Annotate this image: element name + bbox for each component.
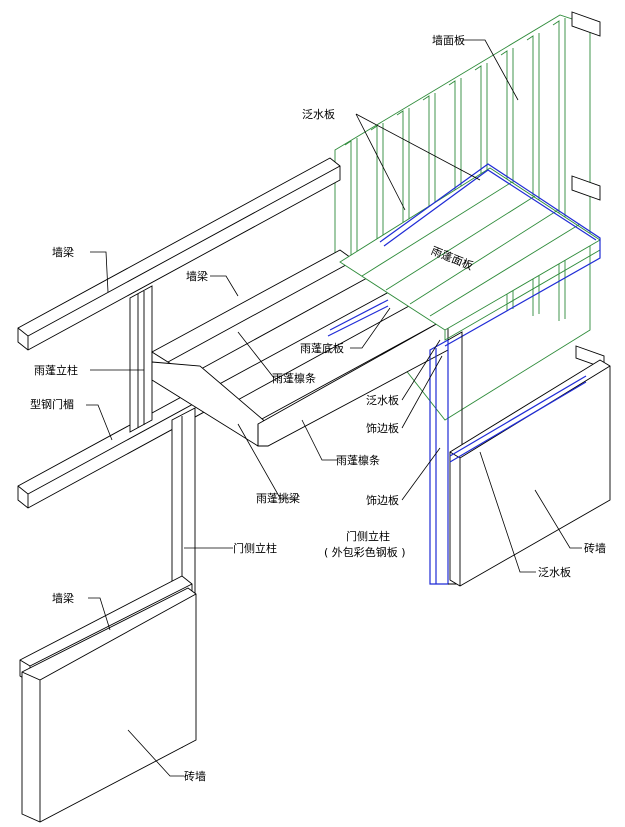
- label-flashing-bottom: 泛水板: [538, 566, 571, 579]
- label-door-post-left: 门侧立柱: [233, 542, 277, 555]
- upper-wall-beam: [17, 157, 341, 351]
- leader-lines: [86, 39, 582, 777]
- canopy-post: [129, 285, 153, 433]
- label-canopy-purlin-2: 雨蓬檩条: [336, 454, 380, 467]
- label-door-post-right: 门侧立柱: [346, 530, 390, 543]
- label-trim-panel-2: 饰边板: [366, 494, 399, 507]
- wall-girts-right: [571, 11, 605, 369]
- label-door-post-right-note: ( 外包彩色钢板 ): [324, 546, 406, 559]
- flashing-bottom-right: [449, 375, 587, 463]
- label-brick-wall-right: 砖墙: [584, 542, 606, 555]
- label-flashing-mid: 泛水板: [366, 394, 399, 407]
- label-flashing-top: 泛水板: [302, 108, 335, 121]
- label-canopy-purlin-1: 雨蓬檩条: [272, 372, 316, 385]
- label-canopy-bottom-panel: 雨蓬底板: [300, 342, 344, 355]
- label-wall-beam-bottom: 墙梁: [52, 592, 74, 605]
- label-wall-beam-mid: 墙梁: [186, 270, 208, 283]
- label-steel-door-beam: 型钢门楣: [30, 398, 74, 411]
- label-canopy-post: 雨蓬立柱: [34, 364, 78, 377]
- canopy-flashing: [327, 163, 601, 347]
- label-trim-panel-1: 饰边板: [366, 422, 399, 435]
- brick-wall-left: [21, 587, 197, 823]
- label-canopy-cantilever: 雨蓬挑梁: [256, 492, 300, 505]
- label-brick-wall-left: 砖墙: [184, 770, 206, 783]
- label-wall-panel: 墙面板: [432, 34, 465, 47]
- label-wall-beam-top: 墙梁: [52, 246, 74, 259]
